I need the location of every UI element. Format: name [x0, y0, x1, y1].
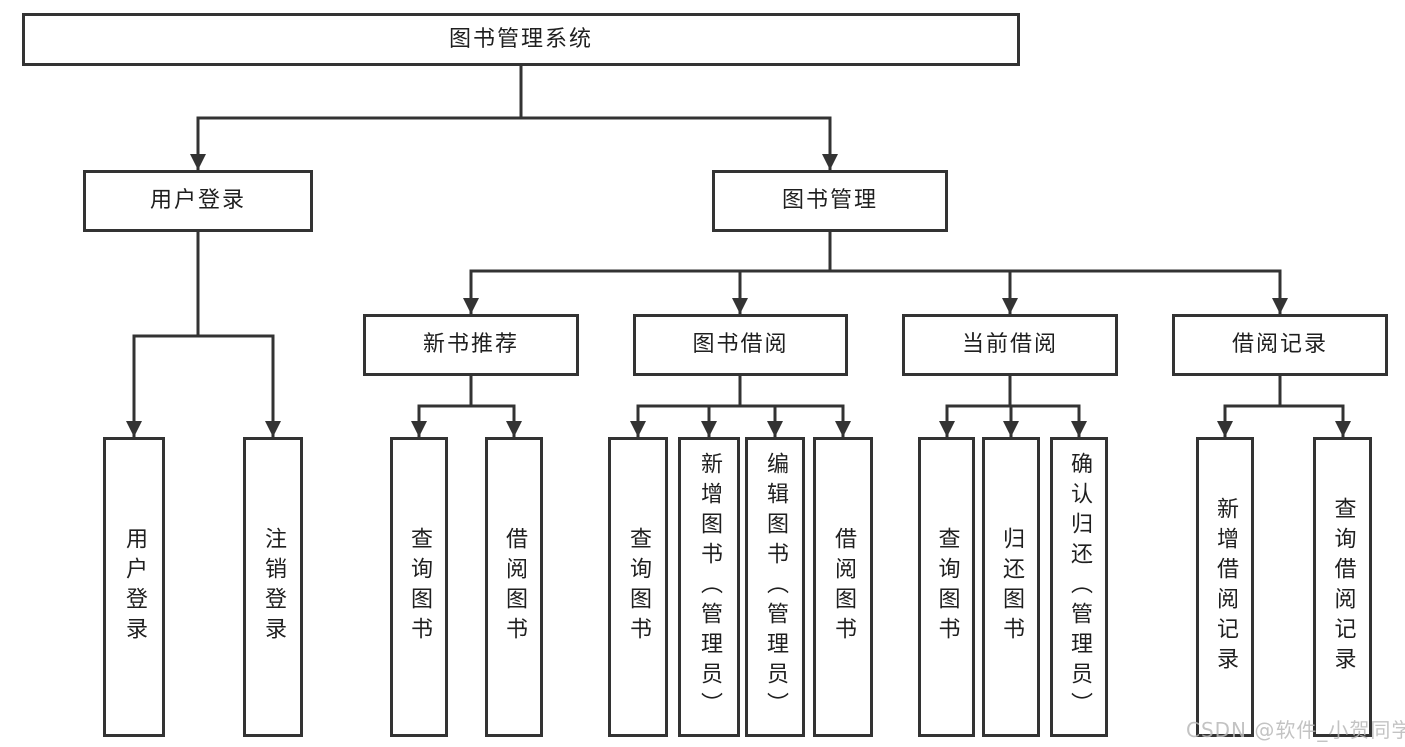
node-label: 查询图书: [626, 527, 651, 647]
node-new-book-recommend: 新书推荐: [363, 314, 579, 376]
node-library-system: 图书管理系统: [22, 13, 1020, 66]
node-label: 图书借阅: [692, 332, 789, 357]
node-borrow-record: 借阅记录: [1172, 314, 1388, 376]
node-book-management: 图书管理: [712, 170, 948, 232]
node-label: 借阅记录: [1231, 332, 1328, 357]
node-label: 新增图书（管理员）: [697, 452, 722, 722]
node-label: 新书推荐: [422, 332, 519, 357]
node-label: 当前借阅: [961, 332, 1058, 357]
node-label: 确认归还（管理员）: [1067, 452, 1092, 722]
leaf-bb-query-books: 查询图书: [608, 437, 668, 737]
leaf-br-add-record: 新增借阅记录: [1196, 437, 1254, 737]
leaf-cb-return-books: 归还图书: [982, 437, 1040, 737]
node-label: 归还图书: [999, 527, 1024, 647]
node-label: 用户登录: [149, 188, 246, 213]
leaf-bb-add-books-admin: 新增图书（管理员）: [678, 437, 740, 737]
leaf-nb-borrow-books: 借阅图书: [485, 437, 543, 737]
node-label: 编辑图书（管理员）: [763, 452, 788, 722]
leaf-logout: 注销登录: [243, 437, 303, 737]
node-user-login: 用户登录: [83, 170, 313, 232]
leaf-cb-confirm-return-admin: 确认归还（管理员）: [1050, 437, 1108, 737]
leaf-bb-edit-books-admin: 编辑图书（管理员）: [745, 437, 805, 737]
node-label: 查询图书: [407, 527, 432, 647]
csdn-watermark: CSDN @软件_小贺同学: [1186, 718, 1405, 742]
node-book-borrow: 图书借阅: [633, 314, 848, 376]
leaf-cb-query-books: 查询图书: [918, 437, 975, 737]
node-label: 查询借阅记录: [1330, 497, 1356, 677]
node-label: 借阅图书: [831, 527, 856, 647]
node-label: 图书管理: [781, 188, 878, 213]
leaf-br-query-record: 查询借阅记录: [1313, 437, 1372, 737]
node-label: 借阅图书: [502, 527, 527, 647]
node-label: 用户登录: [122, 527, 147, 647]
node-label: 查询图书: [934, 527, 960, 647]
leaf-nb-query-books: 查询图书: [390, 437, 448, 737]
leaf-bb-borrow-books: 借阅图书: [813, 437, 873, 737]
node-label: 注销登录: [261, 527, 286, 647]
leaf-user-login: 用户登录: [103, 437, 165, 737]
node-label: 图书管理系统: [448, 26, 593, 52]
node-label: 新增借阅记录: [1213, 497, 1238, 677]
node-current-borrow: 当前借阅: [902, 314, 1118, 376]
